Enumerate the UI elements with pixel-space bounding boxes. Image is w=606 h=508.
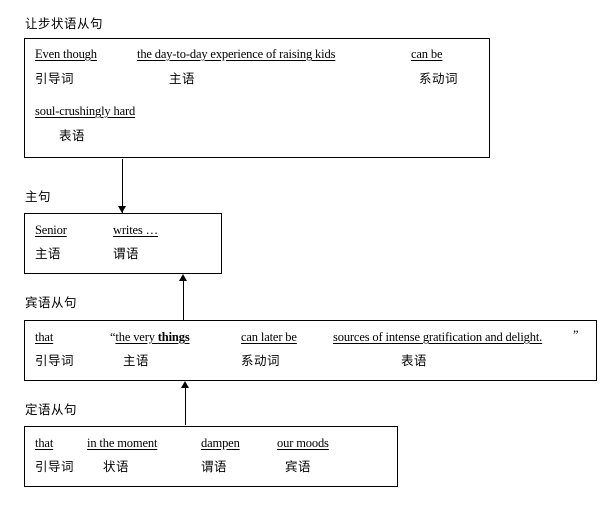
segment-cn-main-predicate: 谓语	[113, 246, 140, 261]
segment-en-the-very-things: “the very things	[110, 330, 190, 345]
connector-line-concessive-to-main	[122, 159, 123, 213]
segment-en-that-object: that	[35, 330, 54, 344]
closing-quote-glyph: ”	[573, 328, 579, 342]
connector-line-object-to-main	[183, 281, 184, 321]
segment-cn-attributive-predicate: 谓语	[201, 459, 228, 474]
segment-cn-main-subject: 主语	[35, 246, 62, 261]
clause-box-object: that “the very things can later be sourc…	[24, 320, 597, 381]
segment-cn-linking-verb: 系动词	[419, 71, 459, 86]
segment-en-dampen: dampen	[201, 436, 240, 450]
segment-cn-object-linking-verb: 系动词	[241, 353, 281, 368]
opening-quote-glyph: “	[110, 330, 116, 344]
group-label-object-clause: 宾语从句	[25, 295, 78, 310]
segment-en-sources-of-gratification: sources of intense gratification and del…	[333, 330, 543, 344]
clause-box-attributive: that in the moment dampen our moods 引导词 …	[24, 426, 398, 487]
segment-en-things-bold: things	[157, 330, 190, 344]
segment-en-the-very: the very	[115, 330, 158, 344]
group-label-attributive-clause: 定语从句	[25, 402, 78, 417]
clause-box-main: Senior writes … 主语 谓语	[24, 213, 222, 274]
segment-en-our-moods: our moods	[277, 436, 329, 450]
segment-cn-introducer: 引导词	[35, 71, 75, 86]
segment-en-that-attributive: that	[35, 436, 54, 450]
segment-cn-attributive-introducer: 引导词	[35, 459, 75, 474]
segment-en-can-later-be: can later be	[241, 330, 297, 344]
segment-en-can-be: can be	[411, 47, 443, 61]
segment-cn-predicative: 表语	[59, 128, 86, 143]
connector-arrowhead-concessive-to-main	[118, 206, 126, 213]
segment-cn-attributive-adverbial: 状语	[103, 459, 130, 474]
segment-cn-attributive-object: 宾语	[285, 459, 312, 474]
connector-line-attributive-to-object	[185, 388, 186, 425]
segment-cn-subject: 主语	[169, 71, 196, 86]
segment-en-even-though: Even though	[35, 47, 97, 61]
segment-en-day-to-day-experience: the day-to-day experience of raising kid…	[137, 47, 336, 61]
segment-en-soul-crushingly-hard: soul-crushingly hard	[35, 104, 136, 118]
segment-en-writes: writes …	[113, 223, 158, 237]
group-label-concessive-clause: 让步状语从句	[25, 16, 104, 31]
group-label-main-clause: 主句	[25, 189, 52, 204]
segment-en-in-the-moment: in the moment	[87, 436, 158, 450]
clause-box-concessive: Even though the day-to-day experience of…	[24, 38, 490, 158]
segment-cn-object-introducer: 引导词	[35, 353, 75, 368]
segment-cn-object-subject: 主语	[123, 353, 150, 368]
connector-arrowhead-object-to-main	[179, 274, 187, 281]
segment-cn-object-predicative: 表语	[401, 353, 428, 368]
connector-arrowhead-attributive-to-object	[181, 381, 189, 388]
segment-en-senior: Senior	[35, 223, 67, 237]
